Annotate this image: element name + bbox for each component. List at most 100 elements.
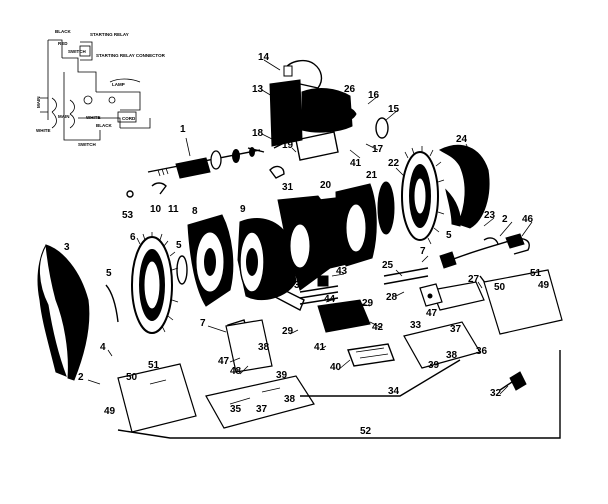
wiring-label: BLACK (55, 29, 71, 34)
callout-31: 31 (282, 182, 294, 193)
switch-knob (269, 165, 285, 179)
callout-36: 36 (476, 346, 488, 357)
callout-45: 45 (318, 258, 330, 269)
callout-34: 34 (388, 386, 400, 397)
callout-44: 44 (324, 294, 336, 305)
wheel-flange-left (176, 255, 188, 285)
callout-33: 33 (410, 320, 422, 331)
callout-26: 26 (344, 84, 356, 95)
washer (126, 190, 134, 198)
callout-2: 2 (502, 214, 508, 225)
wiring-label: SWITCH (68, 49, 86, 54)
callout-5: 5 (446, 230, 452, 241)
callout-41: 41 (350, 158, 362, 169)
callout-20: 20 (320, 180, 332, 191)
callout-5: 5 (106, 268, 112, 279)
callout-41: 41 (314, 342, 326, 353)
callout-38: 38 (284, 394, 296, 405)
callout-7: 7 (420, 246, 426, 257)
callout-12: 12 (284, 198, 296, 209)
callout-1: 1 (180, 124, 186, 135)
callout-46: 46 (522, 214, 534, 225)
callout-7: 7 (200, 318, 206, 329)
callout-37: 37 (256, 404, 268, 415)
callout-14: 14 (258, 52, 270, 63)
wiring-label: MAIN (36, 97, 41, 109)
callout-47: 47 (218, 356, 230, 367)
wiring-label: LAMP (112, 82, 125, 87)
callout-23: 23 (484, 210, 496, 221)
callout-40: 40 (330, 362, 342, 373)
callout-53: 53 (122, 210, 134, 221)
callout-22: 22 (388, 158, 400, 169)
wiring-diagram: BLACK RED STARTING RELAY SWITCH MAIN MAI… (36, 29, 166, 147)
wiring-label: WHITE (36, 128, 51, 133)
callout-28: 28 (386, 292, 398, 303)
callout-51: 51 (148, 360, 160, 371)
wiring-label: MAIN (58, 114, 70, 119)
mounting-bracket (347, 343, 395, 367)
grinding-wheel-left (131, 232, 179, 334)
relay (317, 275, 329, 287)
wiring-label: BLACK (96, 123, 112, 128)
grinding-wheel-right (401, 146, 445, 245)
wheel-guard-outer (45, 244, 90, 381)
callout-29: 29 (282, 326, 294, 337)
wiring-label: STARTING RELAY (90, 32, 129, 37)
spindle-shaft (147, 147, 261, 179)
callout-49: 49 (538, 280, 550, 291)
wiring-label: RED (58, 41, 68, 46)
callout-30: 30 (294, 280, 306, 291)
wiring-label: WHITE (86, 115, 101, 120)
parts-list-sheet (205, 375, 315, 429)
callout-labels: 1 2 2 3 4 5 5 5 6 7 7 8 9 10 11 12 13 14… (64, 52, 550, 437)
callout-42: 42 (372, 322, 384, 333)
callout-32: 32 (490, 388, 502, 399)
callout-49: 49 (104, 406, 116, 417)
lamp-lens (375, 117, 389, 139)
callout-29: 29 (362, 298, 374, 309)
tool-rest-rod (383, 267, 429, 285)
callout-52: 52 (360, 426, 372, 437)
callout-19: 19 (282, 140, 294, 151)
wiring-label: STARTING RELAY CONNECTOR (96, 53, 166, 58)
callout-51: 51 (530, 268, 542, 279)
wiring-label: SWITCH (78, 142, 96, 147)
callout-18: 18 (252, 128, 264, 139)
base-plate (317, 299, 371, 333)
lamp-housing (269, 59, 357, 161)
callout-5: 5 (176, 240, 182, 251)
leader-lines (87, 59, 533, 395)
callout-11: 11 (168, 204, 179, 215)
callout-6: 6 (130, 232, 136, 243)
instruction-card-right (483, 269, 563, 335)
callout-38: 38 (446, 350, 458, 361)
callout-37: 37 (450, 324, 462, 335)
callout-39: 39 (428, 360, 440, 371)
callout-50: 50 (126, 372, 138, 383)
power-cord (439, 233, 530, 269)
callout-2: 2 (78, 372, 84, 383)
callout-48: 48 (230, 366, 242, 377)
instruction-card-left (117, 363, 197, 433)
callout-15: 15 (388, 104, 400, 115)
flange-right (377, 181, 395, 235)
callout-21: 21 (366, 170, 378, 181)
callout-38: 38 (258, 342, 270, 353)
wiring-label: CORD (122, 116, 136, 121)
callout-16: 16 (368, 90, 380, 101)
callout-4: 4 (100, 342, 106, 353)
callout-3: 3 (64, 242, 70, 253)
callout-35: 35 (230, 404, 242, 415)
flange (105, 284, 119, 323)
tool-rest-bracket (151, 182, 167, 195)
wheel-guard-outer-right (439, 144, 490, 229)
callout-10: 10 (150, 204, 162, 215)
callout-24: 24 (456, 134, 468, 145)
callout-43: 43 (336, 266, 348, 277)
adjustment-knob (509, 371, 527, 391)
callout-13: 13 (252, 84, 264, 95)
callout-27: 27 (468, 274, 480, 285)
